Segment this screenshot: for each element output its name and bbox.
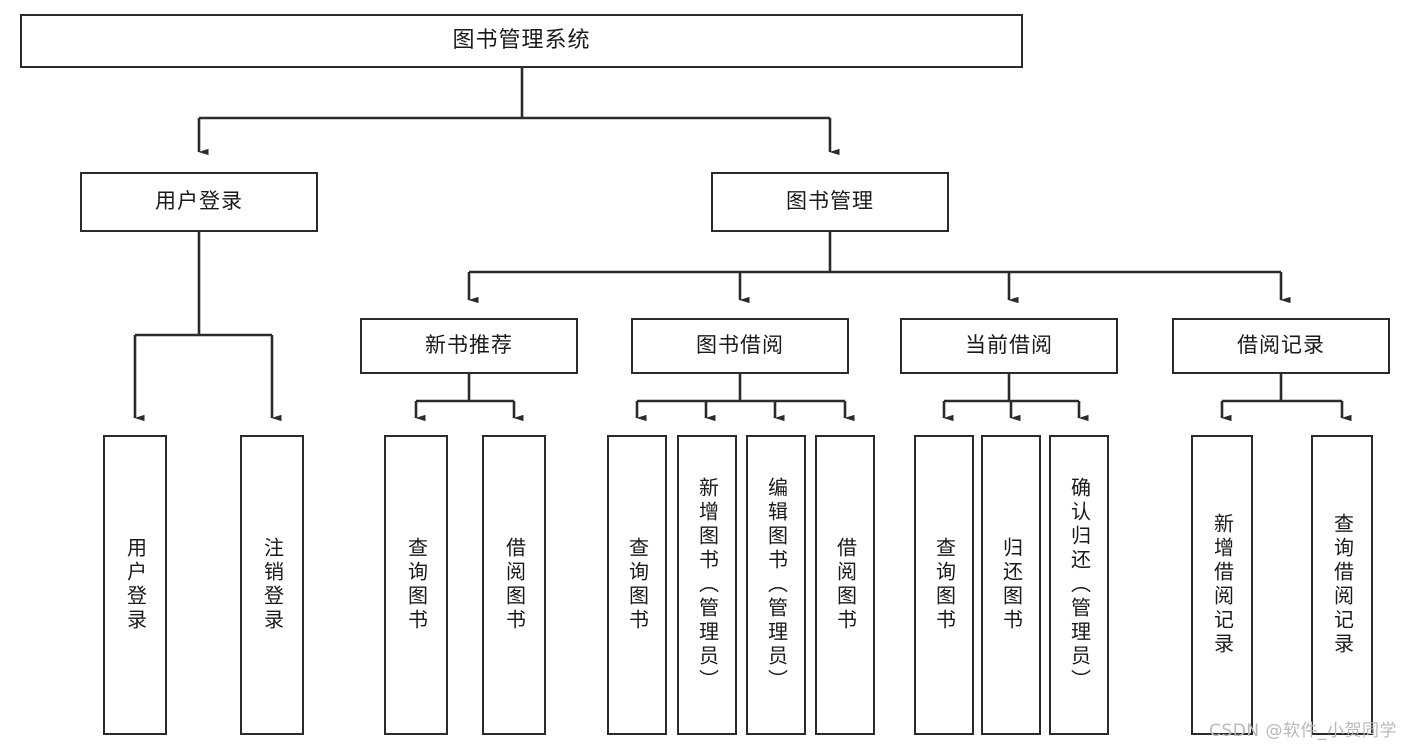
node-label: 借阅图书	[502, 537, 527, 633]
node-current-borrow[interactable]: 当前借阅	[900, 318, 1118, 374]
node-book-borrow[interactable]: 图书借阅	[631, 318, 849, 374]
leaf-borrow-borrow-book[interactable]: 借阅图书	[815, 435, 875, 735]
node-label: 查询图书	[625, 537, 650, 633]
node-label: 编辑图书（管理员）	[764, 477, 789, 693]
node-label: 用户登录	[123, 537, 148, 633]
leaf-borrow-edit-book-admin[interactable]: 编辑图书（管理员）	[746, 435, 806, 735]
node-label: 图书借阅	[696, 333, 784, 358]
leaf-borrow-query-book[interactable]: 查询图书	[607, 435, 667, 735]
leaf-current-confirm-return-admin[interactable]: 确认归还（管理员）	[1049, 435, 1109, 735]
node-label: 新书推荐	[425, 333, 513, 358]
node-label: 查询借阅记录	[1330, 513, 1355, 657]
node-label: 注销登录	[260, 537, 285, 633]
leaf-user-login-signout[interactable]: 注销登录	[240, 435, 304, 735]
leaf-current-query-book[interactable]: 查询图书	[914, 435, 974, 735]
node-root-system[interactable]: 图书管理系统	[20, 14, 1023, 68]
node-label: 新增借阅记录	[1210, 513, 1235, 657]
node-label: 确认归还（管理员）	[1067, 477, 1092, 693]
node-label: 借阅记录	[1237, 333, 1325, 358]
node-label: 新增图书（管理员）	[695, 477, 720, 693]
leaf-records-query-record[interactable]: 查询借阅记录	[1311, 435, 1373, 735]
node-label: 用户登录	[155, 189, 243, 214]
node-label: 归还图书	[999, 537, 1024, 633]
leaf-current-return-book[interactable]: 归还图书	[981, 435, 1041, 735]
node-user-login[interactable]: 用户登录	[80, 172, 318, 232]
leaf-user-login-signin[interactable]: 用户登录	[103, 435, 167, 735]
leaf-new-book-query[interactable]: 查询图书	[384, 435, 448, 735]
node-label: 图书管理系统	[452, 27, 591, 53]
node-new-book-recommend[interactable]: 新书推荐	[360, 318, 578, 374]
node-label: 查询图书	[932, 537, 957, 633]
leaf-borrow-add-book-admin[interactable]: 新增图书（管理员）	[677, 435, 737, 735]
leaf-records-add-record[interactable]: 新增借阅记录	[1191, 435, 1253, 735]
leaf-new-book-borrow[interactable]: 借阅图书	[482, 435, 546, 735]
node-book-management[interactable]: 图书管理	[711, 172, 949, 232]
node-label: 查询图书	[404, 537, 429, 633]
node-label: 图书管理	[786, 189, 874, 214]
node-label: 当前借阅	[965, 333, 1053, 358]
node-borrow-records[interactable]: 借阅记录	[1172, 318, 1390, 374]
node-label: 借阅图书	[833, 537, 858, 633]
